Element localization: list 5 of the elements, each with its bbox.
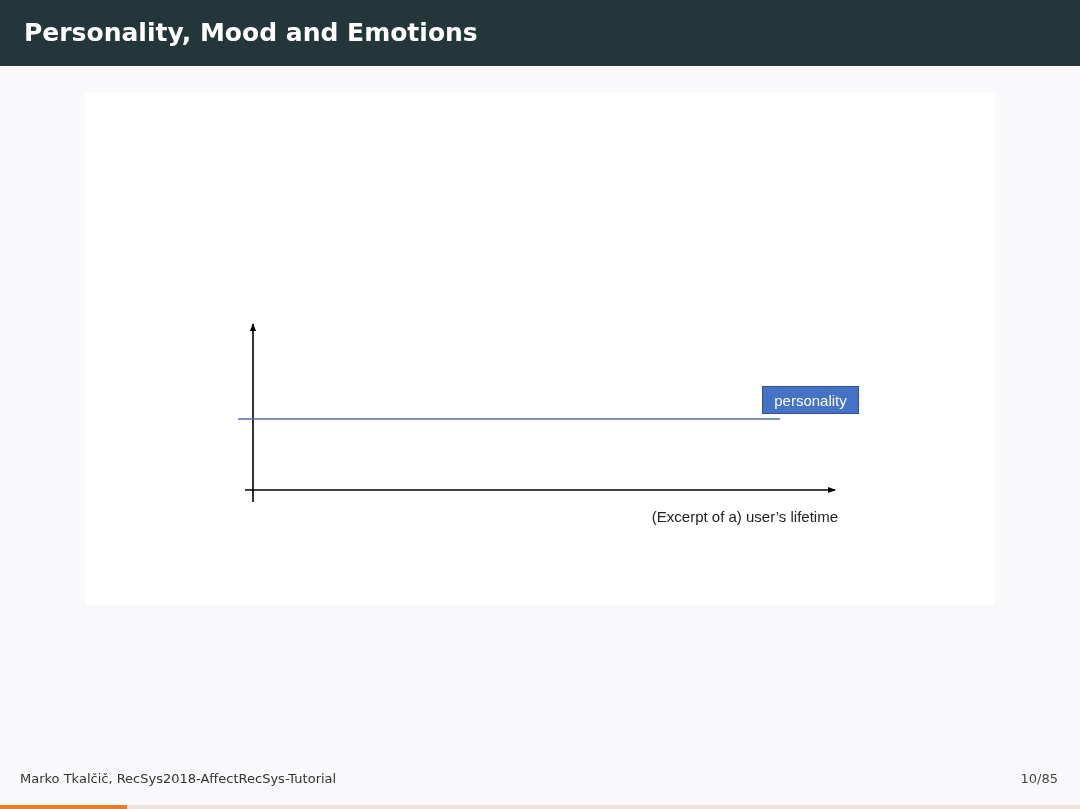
series-label: personality [762, 386, 859, 414]
page-number: 10/85 [1020, 770, 1058, 788]
axis-label: (Excerpt of a) user’s lifetime [651, 507, 838, 527]
slide-title: Personality, Mood and Emotions [24, 17, 478, 49]
footer-text: Marko Tkalčič, RecSys2018-AffectRecSys-Tutorial [20, 770, 337, 788]
